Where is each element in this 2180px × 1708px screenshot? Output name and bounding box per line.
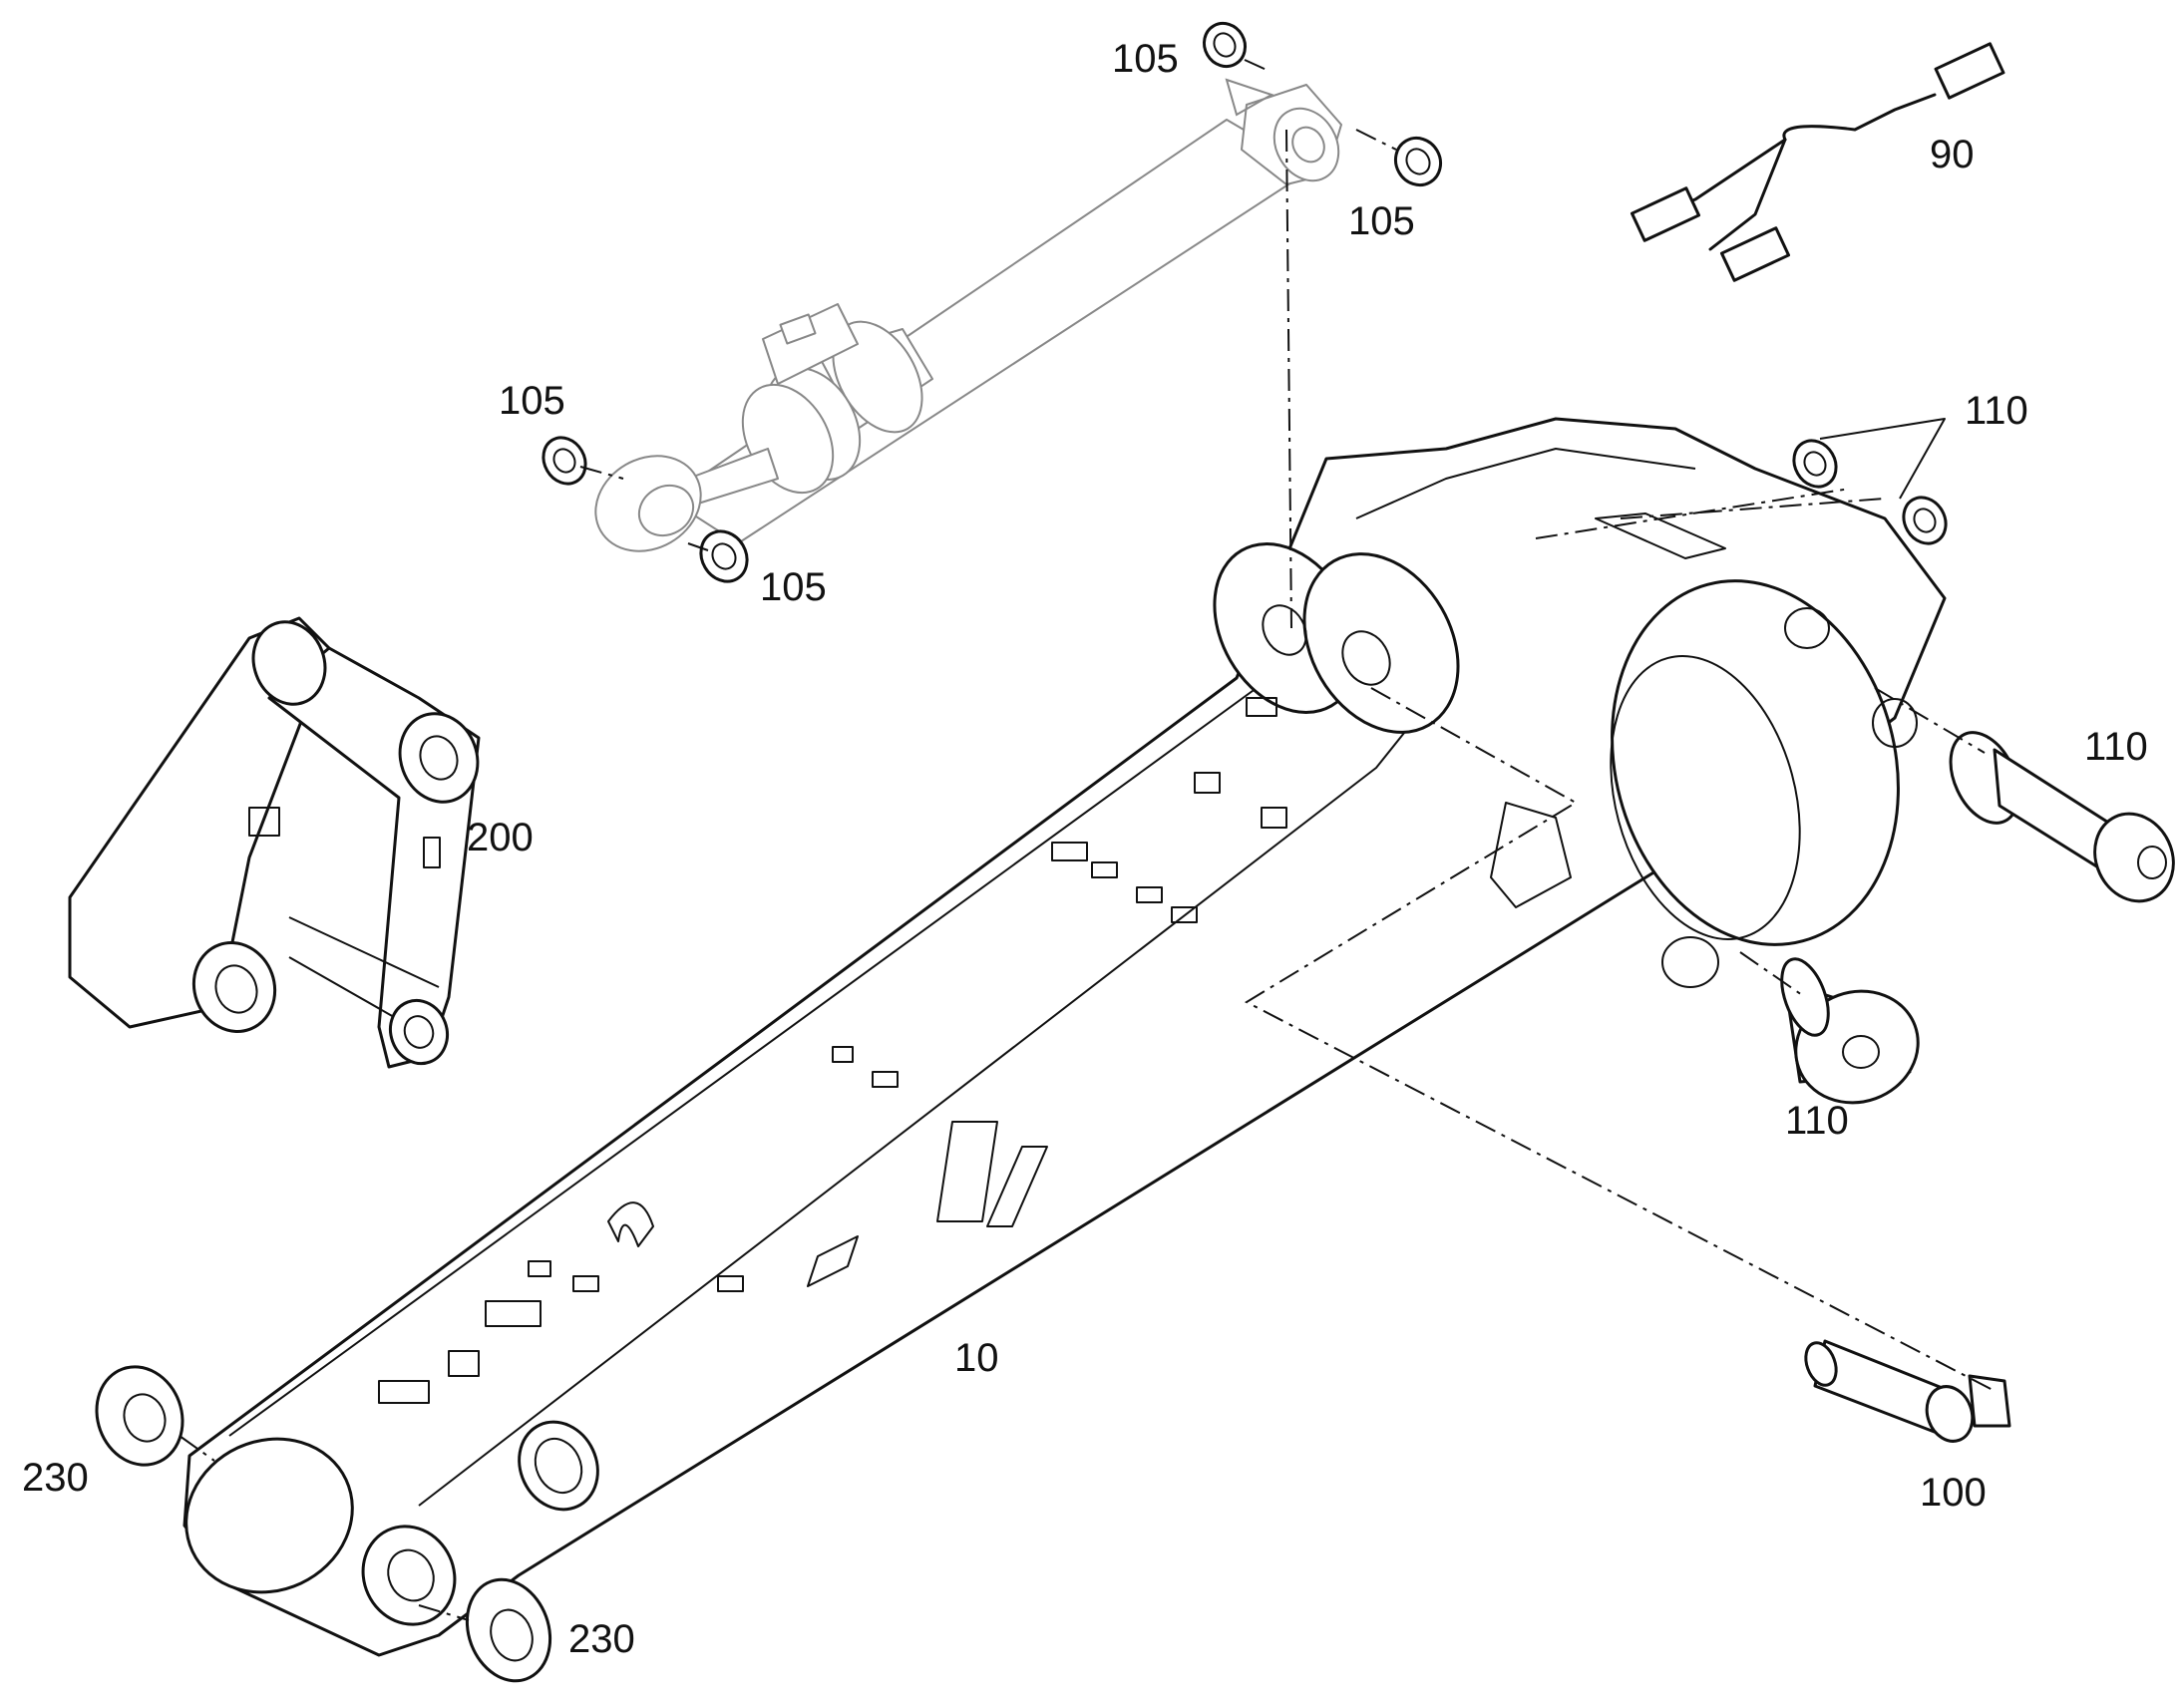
callout-105-left: 105 — [499, 379, 565, 423]
callout-105-right: 105 — [1348, 199, 1415, 243]
callout-10: 10 — [954, 1336, 999, 1380]
seal-ring-230-bottom — [465, 1577, 552, 1683]
snap-ring-110-right — [1902, 496, 1948, 545]
callout-200: 200 — [467, 816, 534, 859]
hydraulic-cylinder — [594, 78, 1342, 552]
boom-structure — [182, 417, 1947, 1657]
pin-110-bottom — [1780, 957, 1920, 1105]
pin-110-right — [1949, 731, 2175, 903]
seal-ring-105-top — [1202, 21, 1248, 69]
callout-105-top: 105 — [1112, 37, 1179, 81]
linkage-200 — [68, 616, 481, 1069]
snap-ring-110-top — [1792, 439, 1838, 489]
callout-110-right: 110 — [2084, 725, 2148, 769]
callouts: 105 105 105 105 90 110 110 110 200 10 10… — [22, 37, 2148, 1661]
callout-230-left: 230 — [22, 1456, 89, 1500]
wiring-harness — [1630, 42, 2005, 282]
center-lines — [179, 59, 1996, 1621]
seal-ring-105-left — [542, 436, 587, 486]
callout-110-top: 110 — [1965, 389, 2028, 433]
seal-ring-230-left — [95, 1365, 184, 1467]
callout-100: 100 — [1920, 1471, 1987, 1515]
pin-100 — [1804, 1339, 2011, 1443]
callout-90: 90 — [1930, 133, 1975, 176]
seal-ring-105-bottom — [699, 529, 749, 583]
callout-110-bottom: 110 — [1785, 1099, 1849, 1143]
callout-230-bottom: 230 — [568, 1617, 635, 1661]
callout-105-bottom: 105 — [760, 565, 827, 609]
seal-ring-105-right — [1393, 136, 1443, 187]
